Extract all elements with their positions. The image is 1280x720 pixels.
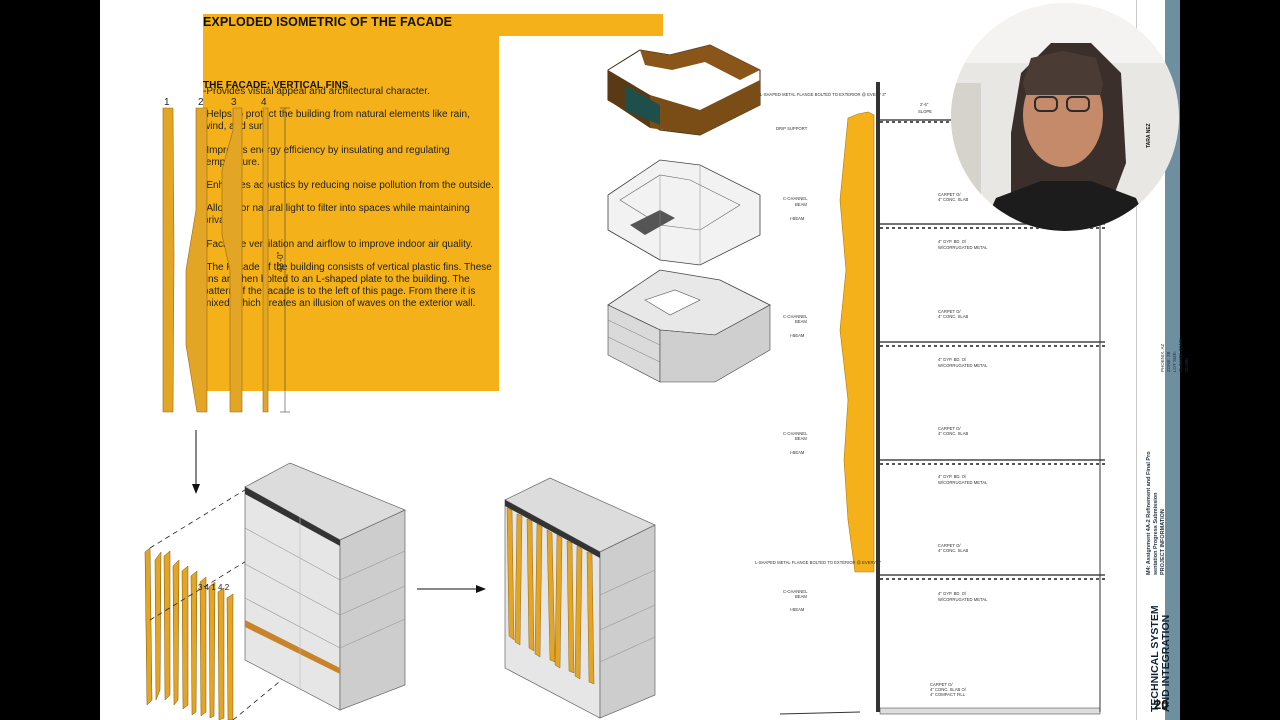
author-label: TARA NEZ xyxy=(1146,123,1152,148)
gyp-label: 4" GYP. BD. O/ xyxy=(938,239,967,244)
fin-types xyxy=(162,107,269,413)
carpet-label: CARPET O/ xyxy=(938,192,961,197)
beam-label: BEAM xyxy=(795,202,807,207)
c-channel-label: C-CHANNEL xyxy=(783,314,808,319)
slab-label: 4" CONC. SLAB xyxy=(938,431,969,436)
gyp-label: 4" GYP. BD. O/ xyxy=(938,591,967,596)
paragraph: -Allows for natural light to filter into… xyxy=(203,203,470,227)
paragraph: -Enhances acoustics by reducing noise po… xyxy=(203,180,494,192)
beam-label: BEAM xyxy=(795,436,807,441)
i-beam-label: I-BEAM xyxy=(790,333,805,338)
exploded-fins xyxy=(144,547,234,720)
fin-label: 1 xyxy=(164,97,170,108)
isometric-floor-plan xyxy=(607,159,761,266)
carpet-bottom-label: CARPET O/ xyxy=(930,682,953,687)
slab-bottom-label: 4" CONC. SLAB O/ xyxy=(930,687,967,692)
c-channel-label: C-CHANNEL xyxy=(783,196,808,201)
paragraph: -The Facade of the building consists of … xyxy=(203,261,492,310)
sheet-title: TECHNICAL SYSTEM AND INTEGRATION xyxy=(1149,605,1172,712)
slab-label: 4" CONC. SLAB xyxy=(938,197,969,202)
beam-label: BEAM xyxy=(795,319,807,324)
facade-subheading: THE FACADE: VERTICAL FINS xyxy=(203,80,349,91)
paragraph: -Provides visual appeal and architectura… xyxy=(203,86,430,97)
gyp-label: 4" GYP. BD. O/ xyxy=(938,474,967,479)
drip-support-label: DRIP SUPPORT xyxy=(776,126,808,131)
c-channel-label: C-CHANNEL xyxy=(783,589,808,594)
wall-section xyxy=(779,82,1105,715)
corrugated-label: W/CORRUGATED METAL xyxy=(938,480,988,485)
i-beam-label: I-BEAM xyxy=(790,450,805,455)
carpet-label: CARPET O/ xyxy=(938,543,961,548)
page-title: EXPLODED ISOMETRIC OF THE FACADE xyxy=(203,15,453,29)
beam-label: BEAM xyxy=(795,594,807,599)
i-beam-label: I-BEAM xyxy=(790,607,805,612)
isometric-facade-ring xyxy=(607,44,761,136)
sheet-number: 20 xyxy=(1154,697,1169,712)
paragraph: -Facilitate ventilation and airflow to i… xyxy=(203,238,473,250)
fin-height-label: 43'-0" xyxy=(276,251,285,272)
corrugated-label: W/CORRUGATED METAL xyxy=(938,245,988,250)
building-block-left xyxy=(244,462,406,711)
fin-1 xyxy=(162,107,175,413)
slab-label: 4" CONC. SLAB xyxy=(938,548,969,553)
dimension-label: 2'-6" xyxy=(920,102,929,107)
project-info-line: sentation Progress Submission xyxy=(1153,492,1159,575)
project-meta: PHOENIX, AZ ZONE: 2B LOT SIZE: CLIMATE Z… xyxy=(1160,312,1190,372)
fin-3 xyxy=(221,107,243,413)
slab-label: 4" CONC. SLAB xyxy=(938,314,969,319)
corrugated-label: W/CORRUGATED METAL xyxy=(938,597,988,602)
compact-fill-label: 4" COMPACT FILL xyxy=(930,692,966,697)
l-flange-label: L-SHAPED METAL FLANGE BOLTED TO EXTERIOR… xyxy=(755,560,882,565)
building-block-right xyxy=(504,477,656,719)
l-flange-label: L-SHAPED METAL FLANGE BOLTED TO EXTERIOR… xyxy=(760,92,887,97)
presenter-webcam xyxy=(951,3,1179,231)
heading-bar xyxy=(203,14,663,36)
meta-line: 25,000 xyxy=(1184,358,1189,372)
fin-label: 3 xyxy=(231,97,237,108)
fin-2 xyxy=(185,107,208,413)
carpet-label: CARPET O/ xyxy=(938,426,961,431)
slope-label: SLOPE xyxy=(918,109,932,114)
section-annotations: 2'-6" SLOPE L-SHAPED METAL FLANGE BOLTED… xyxy=(755,92,988,697)
gyp-label: 4" GYP. BD. O/ xyxy=(938,357,967,362)
text-panel xyxy=(203,36,499,391)
carpet-label: CARPET O/ xyxy=(938,309,961,314)
fin-label: 2 xyxy=(198,97,204,108)
project-info-line: M4: Assignment 4A-2 Refinement and Final… xyxy=(1146,451,1152,575)
corrugated-label: W/CORRUGATED METAL xyxy=(938,363,988,368)
c-channel-label: C-CHANNEL xyxy=(783,431,808,436)
isometric-structure xyxy=(607,269,771,383)
fin-sequence-label: 3 4 1 4 2 xyxy=(198,583,230,592)
i-beam-label: I-BEAM xyxy=(790,216,805,221)
fin-label: 4 xyxy=(261,97,267,108)
fin-4 xyxy=(262,107,269,413)
